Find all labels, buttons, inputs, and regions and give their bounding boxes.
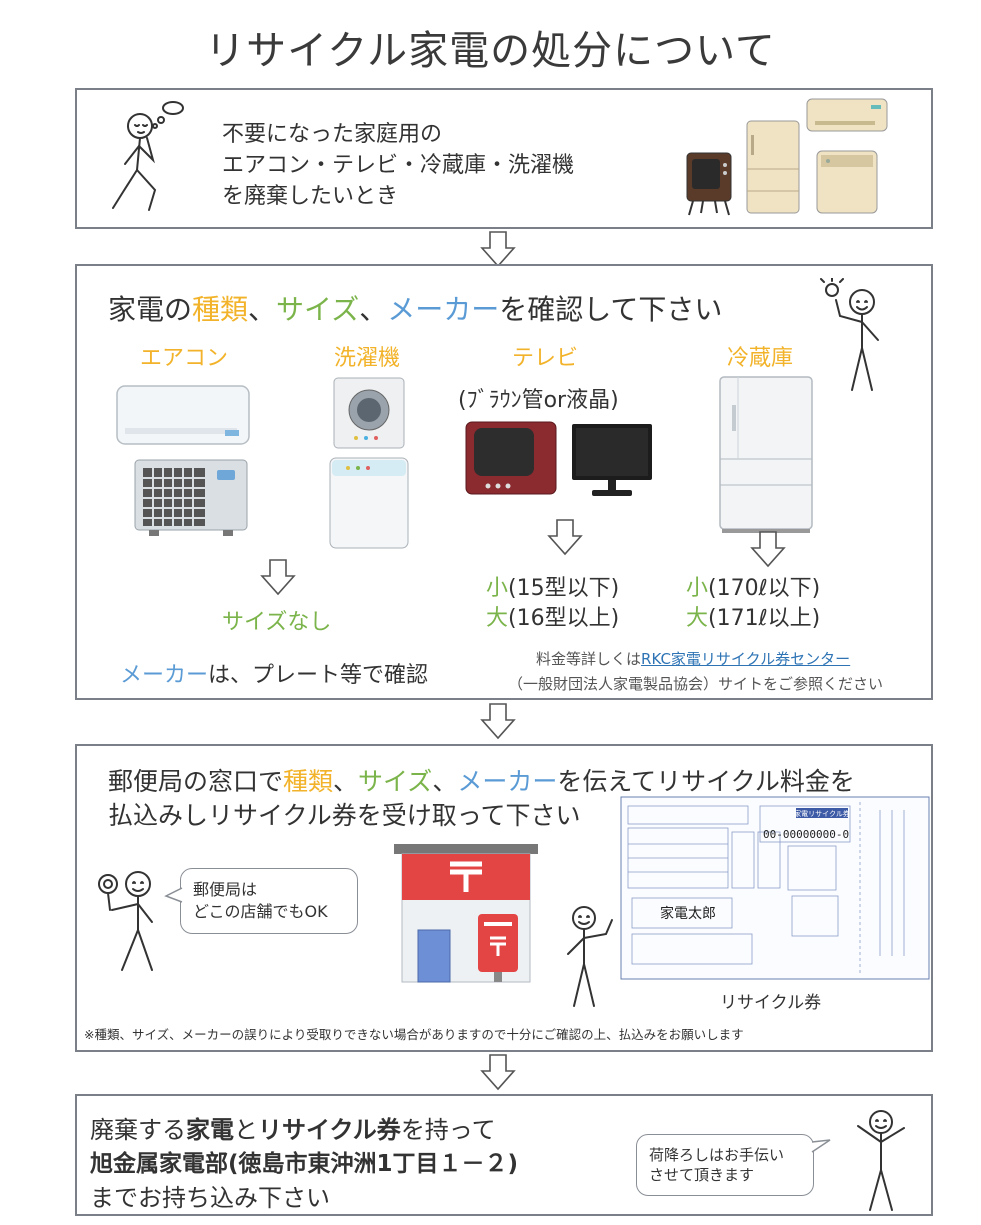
down-arrow-icon	[547, 519, 583, 556]
heading-kind: 種類	[192, 293, 249, 326]
step4-text: を持って	[400, 1116, 496, 1144]
fridge-large: 大(171ℓ以上)	[686, 600, 820, 632]
size-small-text: (15型以下)	[508, 576, 620, 601]
magnifier-person-icon	[98, 871, 153, 971]
step1-line3: を廃棄したいとき	[222, 184, 399, 209]
size-large-kanji: 大	[686, 606, 709, 631]
no-size-label: サイズなし	[222, 610, 332, 635]
step4-appliance: 家電	[186, 1116, 234, 1144]
down-arrow-icon	[260, 559, 296, 596]
down-arrow-icon	[750, 531, 786, 568]
down-arrow-icon	[480, 231, 516, 268]
down-arrow-icon	[480, 703, 516, 740]
ticket-title: 家電リサイクル券	[794, 809, 850, 818]
bubble-line2: どこの店舗でもOK	[193, 902, 328, 921]
step4-address: 旭金属家電部(徳島市東沖洲1丁目１－２)	[90, 1151, 519, 1177]
step1-line2: エアコン・テレビ・冷蔵庫・洗濯機	[222, 153, 575, 178]
step3-kind: 種類	[283, 767, 334, 796]
down-arrow-icon	[480, 1054, 516, 1091]
step3-note: ※種類、サイズ、メーカーの誤りにより受取りできない場合がありますので十分にご確認…	[84, 1027, 744, 1042]
maker-text: は、プレート等で確認	[208, 663, 429, 688]
step3-text: 郵便局の窓口で	[108, 767, 284, 796]
step4-text: 廃棄する	[90, 1116, 186, 1144]
post-office-bubble: 郵便局は どこの店舗でもOK	[180, 868, 358, 934]
aircon-icon	[116, 385, 250, 536]
unload-help-bubble: 荷降ろしはお手伝い させて頂きます	[636, 1134, 814, 1196]
bubble-line1: 荷降ろしはお手伝い	[649, 1146, 785, 1164]
size-small-text: (170ℓ以下)	[708, 576, 821, 601]
step3-sep: 、	[333, 767, 359, 796]
maker-check: メーカーは、プレート等で確認	[120, 657, 428, 689]
step3-line2: 払込みしリサイクル券を受け取って下さい	[108, 801, 581, 830]
size-small-kanji: 小	[686, 576, 709, 601]
washer-icon	[329, 377, 409, 549]
step3-text: を伝えてリサイクル料金を	[557, 767, 855, 796]
cat-washer: 洗濯機	[334, 346, 401, 371]
page-title: リサイクル家電の処分について	[205, 28, 776, 74]
heading-sep: 、	[359, 293, 388, 326]
fee-text: 料金等詳しくは	[536, 650, 642, 668]
cat-tv: テレビ	[512, 346, 579, 371]
tv-type-note: (ﾌﾞﾗｳﾝ管or液晶)	[458, 388, 619, 413]
crt-tv-icon	[465, 421, 557, 495]
bubble-line1: 郵便局は	[193, 880, 258, 899]
helper-person-icon	[857, 1110, 905, 1211]
idea-person-icon	[820, 278, 879, 391]
heading-sep: 、	[248, 293, 277, 326]
bubble-tail	[164, 887, 183, 903]
lcd-tv-icon	[572, 424, 652, 496]
ticket-number: 00-00000000-0	[763, 828, 849, 841]
size-large-text: (16型以上)	[508, 606, 620, 631]
step2-heading: 家電の種類、サイズ、メーカーを確認して下さい	[108, 288, 722, 328]
ticket-name: 家電太郎	[660, 905, 716, 922]
size-small-kanji: 小	[486, 576, 509, 601]
step3-size: サイズ	[358, 767, 433, 796]
heading-text: 家電の	[108, 293, 193, 326]
size-large-kanji: 大	[486, 606, 509, 631]
heading-text: を確認して下さい	[499, 293, 723, 326]
step1-line1: 不要になった家庭用の	[222, 122, 443, 147]
heading-size: サイズ	[276, 293, 360, 326]
step4-line1: 廃棄する家電とリサイクル券を持って	[90, 1110, 496, 1145]
cat-aircon: エアコン	[140, 346, 229, 371]
fee-info-line2: （一般財団法人家電製品協会）サイトをご参照ください	[508, 675, 884, 693]
waving-person-icon	[567, 906, 613, 1007]
rkc-center-link[interactable]: RKC家電リサイクル券センター	[641, 650, 851, 668]
fridge-icon	[719, 376, 813, 533]
thinking-person-icon	[112, 101, 184, 211]
tv-large: 大(16型以上)	[486, 600, 619, 632]
cat-fridge: 冷蔵庫	[727, 346, 794, 371]
size-large-text: (171ℓ以上)	[708, 606, 821, 631]
step3-sep: 、	[432, 767, 458, 796]
ticket-caption: リサイクル券	[720, 993, 822, 1013]
maker-word: メーカー	[120, 663, 209, 688]
fridge-small: 小(170ℓ以下)	[686, 570, 820, 602]
step4-ticket: リサイクル券	[258, 1116, 401, 1144]
tv-small: 小(15型以下)	[486, 570, 619, 602]
bubble-line2: させて頂きます	[649, 1166, 755, 1184]
step3-line1: 郵便局の窓口で種類、サイズ、メーカーを伝えてリサイクル料金を	[108, 762, 855, 798]
step3-maker: メーカー	[457, 767, 558, 796]
appliances-illustration	[686, 98, 888, 216]
recycle-ticket-image: 家電リサイクル券 00-00000000-0 家電太郎	[620, 796, 930, 980]
post-office-icon	[394, 844, 538, 983]
step4-line3: までお持ち込み下さい	[90, 1184, 330, 1212]
step4-text: と	[234, 1116, 258, 1144]
fee-info-line1: 料金等詳しくはRKC家電リサイクル券センター	[536, 648, 850, 669]
heading-maker: メーカー	[387, 293, 500, 326]
bubble-tail	[811, 1139, 831, 1153]
